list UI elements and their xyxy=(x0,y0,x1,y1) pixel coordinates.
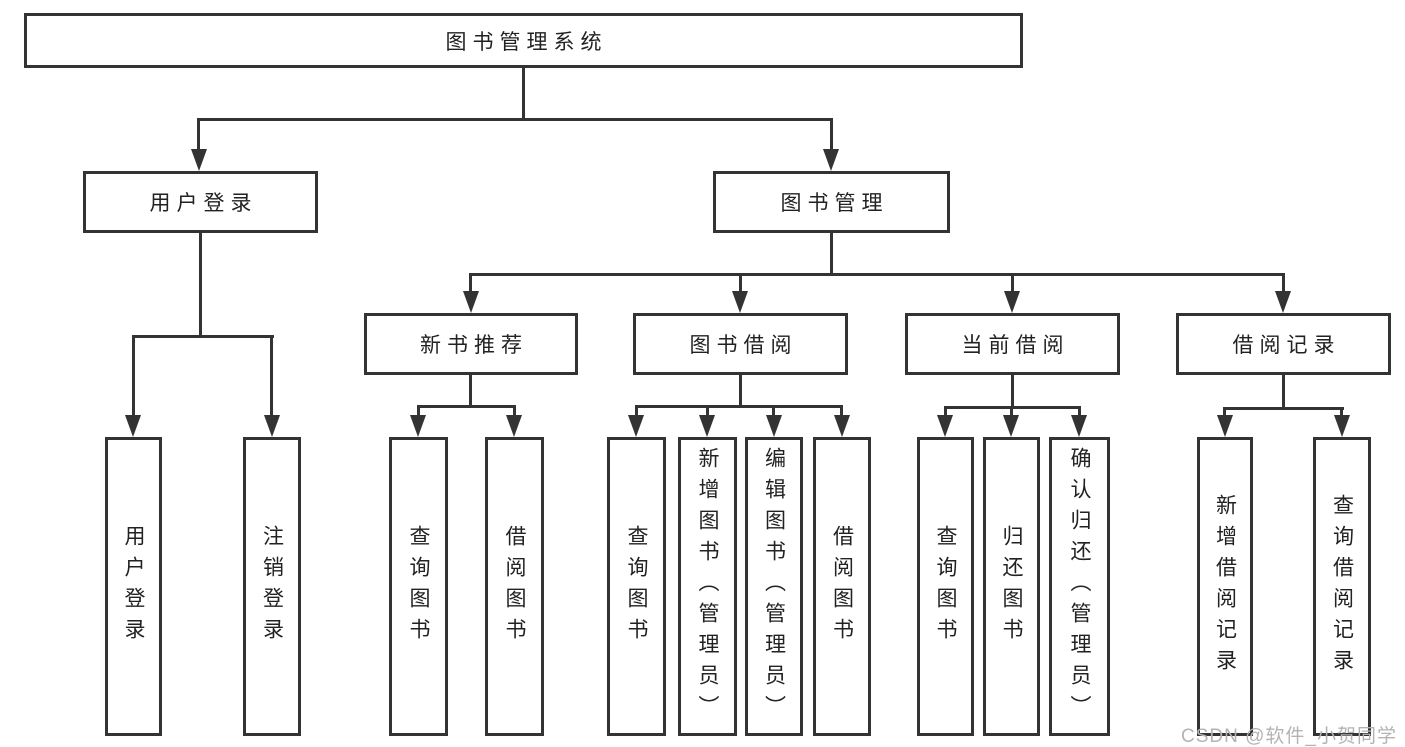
edge-to-current xyxy=(1011,276,1014,294)
arrow-to-leaf-user-login xyxy=(125,415,141,437)
leaf-confirm-return-label: 确认归还（管理员） xyxy=(1068,447,1091,726)
leaf-borrow-book-1-label: 借阅图书 xyxy=(503,524,526,649)
node-user-login-label: 用户登录 xyxy=(149,192,258,215)
node-book-borrow: 图书借阅 xyxy=(633,313,848,375)
leaf-edit-book: 编辑图书（管理员） xyxy=(745,437,803,736)
leaf-query-borrow-record: 查询借阅记录 xyxy=(1313,437,1371,736)
leaf-add-book-label: 新增图书（管理员） xyxy=(696,447,719,726)
arrow-to-records xyxy=(1275,291,1291,313)
arrow-to-add-book xyxy=(699,415,715,437)
node-new-book-rec-label: 新书推荐 xyxy=(420,334,528,357)
node-book-mgmt: 图书管理 xyxy=(713,171,950,233)
edge-to-records xyxy=(1282,276,1285,294)
leaf-query-book-2-label: 查询图书 xyxy=(625,524,648,649)
arrow-to-new-rec xyxy=(463,291,479,313)
edge-to-query2 xyxy=(635,405,638,419)
edge-current-stem xyxy=(1011,375,1014,409)
node-book-mgmt-label: 图书管理 xyxy=(780,192,889,215)
arrow-to-current xyxy=(1004,291,1020,313)
arrow-to-leaf-logout xyxy=(264,415,280,437)
node-borrow-records: 借阅记录 xyxy=(1176,313,1391,375)
edge-to-return xyxy=(1010,406,1013,419)
arrow-to-borrow1 xyxy=(506,415,522,437)
arrow-to-borrow xyxy=(732,291,748,313)
arrow-to-query2 xyxy=(628,415,644,437)
edge-root-split xyxy=(197,118,833,121)
leaf-logout-label: 注销登录 xyxy=(260,524,284,649)
edge-to-add-book xyxy=(706,405,709,419)
edge-records-stem xyxy=(1282,375,1285,410)
leaf-query-book-3: 查询图书 xyxy=(917,437,974,736)
leaf-borrow-book-2: 借阅图书 xyxy=(813,437,871,736)
arrow-to-user-login xyxy=(191,149,207,171)
leaf-return-book: 归还图书 xyxy=(983,437,1040,736)
edge-user-login-split xyxy=(132,335,274,338)
node-user-login: 用户登录 xyxy=(83,171,318,233)
arrow-to-book-mgmt xyxy=(823,149,839,171)
leaf-query-book-1-label: 查询图书 xyxy=(407,524,430,649)
edge-to-book-mgmt xyxy=(830,121,833,154)
leaf-query-book-3-label: 查询图书 xyxy=(934,524,957,649)
edge-to-query3 xyxy=(944,406,947,419)
edge-borrow-split xyxy=(635,405,843,408)
edge-to-query1 xyxy=(417,405,420,419)
edge-root-stem xyxy=(522,68,525,121)
arrow-to-confirm xyxy=(1071,415,1087,437)
leaf-edit-book-label: 编辑图书（管理员） xyxy=(762,447,786,726)
arrow-to-edit-book xyxy=(766,415,782,437)
leaf-add-book: 新增图书（管理员） xyxy=(678,437,737,736)
leaf-confirm-return: 确认归还（管理员） xyxy=(1049,437,1110,736)
arrow-to-borrow2 xyxy=(834,415,850,437)
edge-to-borrow2 xyxy=(840,405,843,419)
arrow-to-query-rec xyxy=(1334,415,1350,437)
leaf-borrow-book-1: 借阅图书 xyxy=(485,437,544,736)
edge-to-leaf-user-login xyxy=(132,338,135,418)
edge-new-rec-stem xyxy=(469,375,472,408)
leaf-borrow-book-2-label: 借阅图书 xyxy=(830,524,854,649)
edge-to-confirm xyxy=(1078,406,1081,419)
node-current-borrow: 当前借阅 xyxy=(905,313,1120,375)
leaf-query-book-2: 查询图书 xyxy=(607,437,666,736)
node-current-borrow-label: 当前借阅 xyxy=(961,334,1070,357)
leaf-user-login: 用户登录 xyxy=(105,437,162,736)
edge-to-query-rec xyxy=(1340,407,1343,418)
edge-to-leaf-logout xyxy=(270,338,273,418)
leaf-add-borrow-record: 新增借阅记录 xyxy=(1197,437,1253,736)
edge-to-add-rec xyxy=(1223,407,1226,418)
leaf-add-borrow-record-label: 新增借阅记录 xyxy=(1213,493,1237,680)
arrow-to-return xyxy=(1003,415,1019,437)
node-root: 图书管理系统 xyxy=(24,13,1023,68)
edge-book-mgmt-stem xyxy=(830,233,833,275)
edge-borrow-stem xyxy=(739,375,742,408)
arrow-to-query3 xyxy=(937,415,953,437)
leaf-return-book-label: 归还图书 xyxy=(1000,524,1023,649)
edge-book-mgmt-split xyxy=(469,273,1285,276)
edge-to-edit-book xyxy=(772,405,775,419)
arrow-to-add-rec xyxy=(1217,415,1233,437)
leaf-logout: 注销登录 xyxy=(243,437,301,736)
leaf-query-book-1: 查询图书 xyxy=(389,437,448,736)
leaf-query-borrow-record-label: 查询借阅记录 xyxy=(1330,493,1354,680)
leaf-user-login-label: 用户登录 xyxy=(122,524,145,649)
edge-to-new-rec xyxy=(469,276,472,294)
arrow-to-query1 xyxy=(410,415,426,437)
node-borrow-records-label: 借阅记录 xyxy=(1232,334,1341,357)
edge-user-login-stem xyxy=(199,233,202,337)
node-root-label: 图书管理系统 xyxy=(445,30,608,54)
node-new-book-rec: 新书推荐 xyxy=(364,313,578,375)
edge-new-rec-split xyxy=(417,405,516,408)
csdn-watermark: CSDN @软件_小贺同学 xyxy=(1181,726,1397,747)
edge-records-split xyxy=(1223,407,1344,410)
edge-to-borrow1 xyxy=(513,405,516,419)
node-book-borrow-label: 图书借阅 xyxy=(689,334,798,357)
edge-to-user-login xyxy=(197,121,200,154)
edge-to-borrow xyxy=(739,276,742,294)
